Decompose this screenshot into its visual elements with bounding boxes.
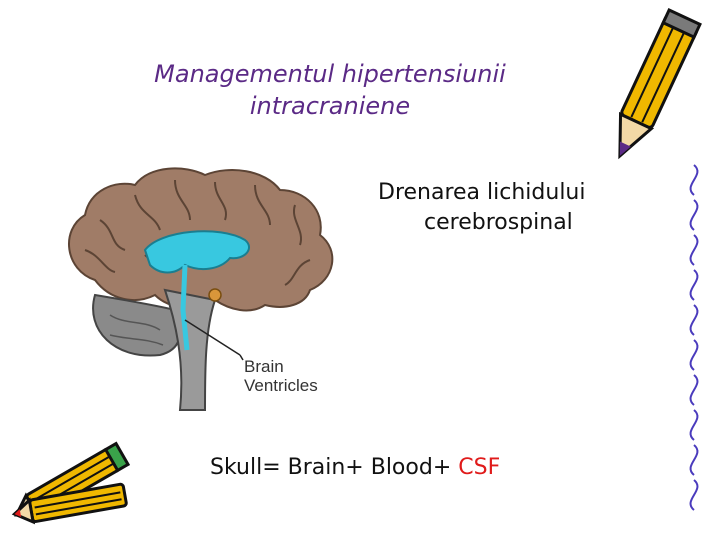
formula-csf: CSF — [458, 455, 501, 480]
slide-title: Managementul hipertensiunii intracranien… — [60, 58, 600, 122]
brainstem-icon — [163, 288, 217, 411]
cerebellum-icon — [92, 293, 181, 357]
pencil-icon-bottom-left — [11, 441, 131, 525]
brain-label-line-2: Ventricles — [244, 376, 318, 395]
subtitle-line-1: Drenarea lichidului — [378, 180, 586, 205]
slide-subtitle: Drenarea lichidului cerebrospinal — [378, 178, 638, 238]
title-line-2: intracraniene — [249, 92, 411, 120]
brain-ventricles-label: Brain Ventricles — [244, 357, 318, 395]
brain-label-line-1: Brain — [244, 357, 284, 376]
spiral-binding-icon — [689, 164, 699, 511]
formula-prefix: Skull= Brain+ Blood+ — [210, 455, 452, 480]
title-line-1: Managementul hipertensiunii — [154, 60, 506, 88]
subtitle-line-2: cerebrospinal — [424, 210, 573, 235]
brain-diagram — [68, 167, 334, 411]
ventricle-icon — [143, 230, 250, 274]
csf-formula: Skull= Brain+ Blood+ CSF — [210, 455, 500, 480]
pencil-icon-top-right — [618, 8, 702, 160]
